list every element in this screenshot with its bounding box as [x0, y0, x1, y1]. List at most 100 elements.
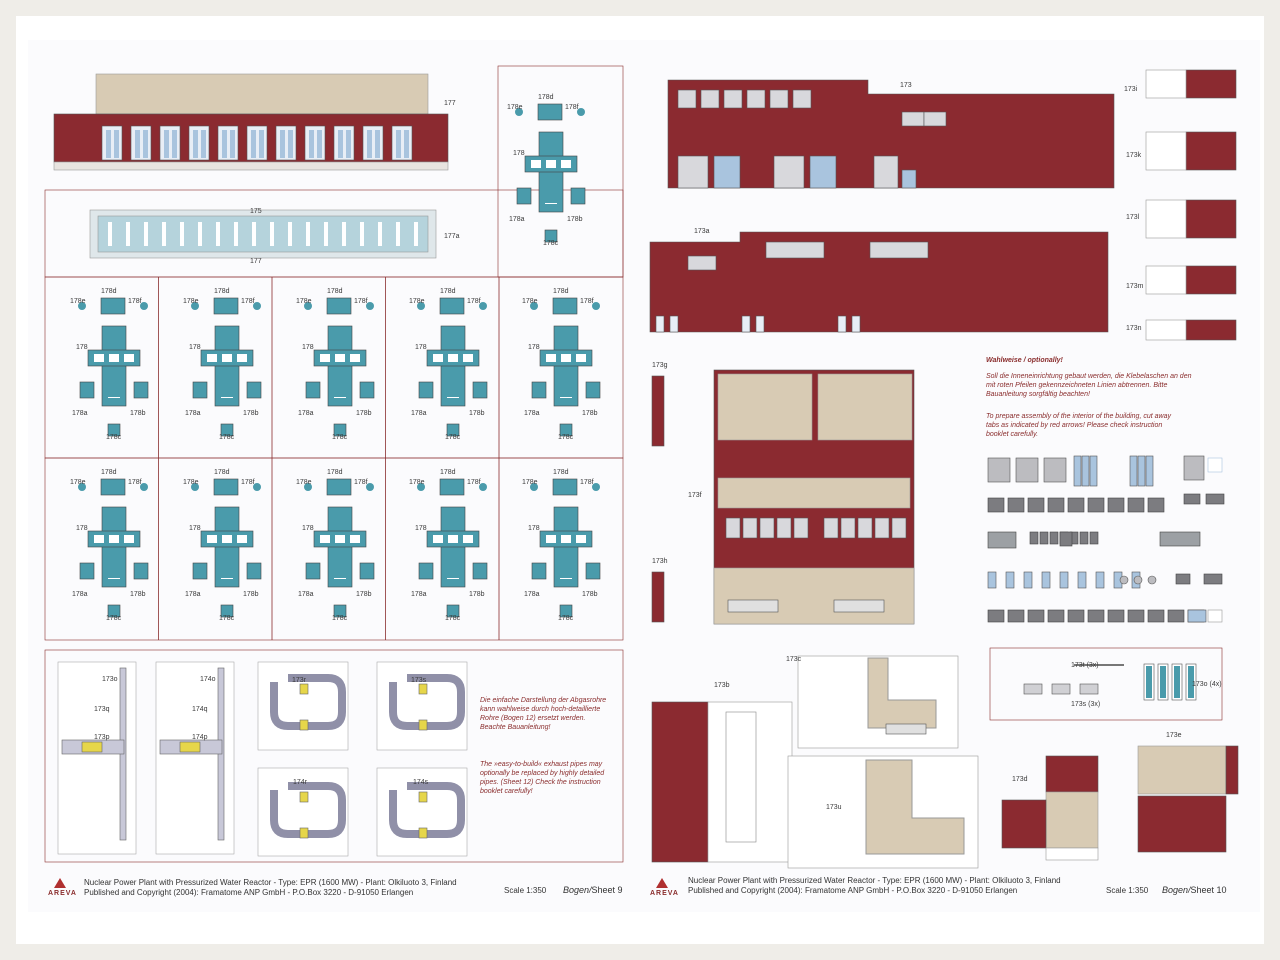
small-part	[1137, 455, 1146, 487]
unit-panel	[320, 535, 330, 543]
round-part	[1147, 575, 1157, 585]
glass-tile	[1059, 571, 1069, 589]
window-pane	[135, 130, 140, 158]
unit-dot	[592, 483, 600, 491]
unit-dot	[530, 302, 538, 310]
louvre-window	[840, 517, 856, 539]
part-label-177: 177	[444, 100, 456, 107]
unit-top-block	[552, 478, 578, 496]
unit-dot	[304, 302, 312, 310]
part-label-173f: 173f	[688, 492, 702, 499]
vent-stack-fill	[1188, 666, 1194, 698]
glass-tile	[987, 571, 997, 589]
window-pane	[317, 130, 322, 158]
unit-label-178: 178	[76, 344, 88, 351]
unit-panel	[531, 160, 541, 168]
unit-panel	[124, 535, 134, 543]
unit-side-block	[192, 562, 208, 580]
glass-tile	[1095, 571, 1105, 589]
roller-door	[773, 155, 805, 189]
strip-mark	[252, 222, 256, 246]
part-173e-body	[1137, 795, 1227, 853]
louvre-window	[857, 517, 873, 539]
louvre-window	[723, 89, 743, 109]
unit-tick	[560, 397, 572, 398]
unit-small-block	[559, 423, 573, 437]
grille	[1067, 609, 1085, 623]
unit-label-178e: 178e	[70, 298, 86, 305]
side-strip-173g	[651, 375, 665, 447]
unit-label-178e: 178e	[409, 479, 425, 486]
unit-label-178b: 178b	[469, 410, 485, 417]
unit-label-178c: 178c	[106, 615, 122, 622]
unit-panel	[463, 535, 473, 543]
tank	[727, 599, 779, 613]
louvre-window	[677, 89, 697, 109]
part-label-177-bottom: 177	[250, 258, 262, 265]
unit-label-178f: 178f	[241, 298, 255, 305]
unit-dot	[530, 483, 538, 491]
optional-title: Wahlweise / optionally!	[986, 357, 1063, 364]
grille	[1107, 609, 1125, 623]
unit-side-block	[516, 187, 532, 205]
optional-german: Soll die Inneneinrichtung gebaut werden,…	[986, 373, 1192, 398]
glass-tile	[1041, 571, 1051, 589]
strip-mark	[198, 222, 202, 246]
unit-small-block	[544, 229, 558, 243]
unit-label-178e: 178e	[70, 479, 86, 486]
unit-label-178c: 178c	[558, 434, 574, 441]
unit-side-block	[570, 187, 586, 205]
window-pane	[251, 130, 256, 158]
part-173d-top	[1045, 755, 1099, 793]
footer-line-1: Nuclear Power Plant with Pressurized Wat…	[688, 876, 1061, 885]
unit-panel	[94, 535, 104, 543]
unit-panel	[448, 354, 458, 362]
strip-mark	[324, 222, 328, 246]
areva-logo-icon	[656, 878, 668, 888]
grille	[1007, 497, 1025, 513]
unit-panel	[335, 354, 345, 362]
unit-tick	[447, 397, 459, 398]
unit-small-block	[107, 423, 121, 437]
grille	[1087, 497, 1105, 513]
unit-panel	[207, 354, 217, 362]
plan-strip-inner	[97, 215, 429, 253]
sand-L-173c	[867, 657, 937, 729]
unit-label-178c: 178c	[445, 434, 461, 441]
pipe-clamp	[81, 741, 103, 753]
areva-logo-icon	[54, 878, 66, 888]
building-173a-facade	[649, 231, 1109, 333]
sand-roof	[817, 373, 913, 441]
unit-panel	[546, 535, 556, 543]
bolt-part	[1079, 683, 1099, 695]
part-label-173h: 173h	[652, 558, 668, 565]
u-pipe	[270, 782, 346, 838]
unit-side-block	[79, 381, 95, 399]
unit-dot	[191, 302, 199, 310]
unit-top-block	[100, 478, 126, 496]
side-tab	[1145, 131, 1187, 171]
unit-label-178d: 178d	[440, 288, 456, 295]
tank	[885, 723, 927, 735]
louvre-window	[874, 517, 890, 539]
grille	[987, 497, 1005, 513]
unit-dot	[304, 483, 312, 491]
pipe-label: 174s	[413, 779, 429, 786]
door	[713, 155, 741, 189]
pipe-clamp	[299, 719, 309, 731]
unit-label-178c: 178c	[106, 434, 122, 441]
louvre-window	[742, 517, 758, 539]
unit-side-block	[359, 562, 375, 580]
unit-label-178d: 178d	[553, 288, 569, 295]
grille	[1205, 493, 1225, 505]
unit-label-178e: 178e	[183, 479, 199, 486]
footer-line-1: Nuclear Power Plant with Pressurized Wat…	[84, 878, 457, 887]
unit-label-178a: 178a	[509, 216, 525, 223]
sheet-artwork	[44, 65, 1239, 869]
unit-label-178d: 178d	[327, 469, 343, 476]
strip-mark	[126, 222, 130, 246]
unit-label-178e: 178e	[296, 298, 312, 305]
unit-label-178a: 178a	[411, 591, 427, 598]
grille	[1107, 497, 1125, 513]
unit-panel	[109, 535, 119, 543]
